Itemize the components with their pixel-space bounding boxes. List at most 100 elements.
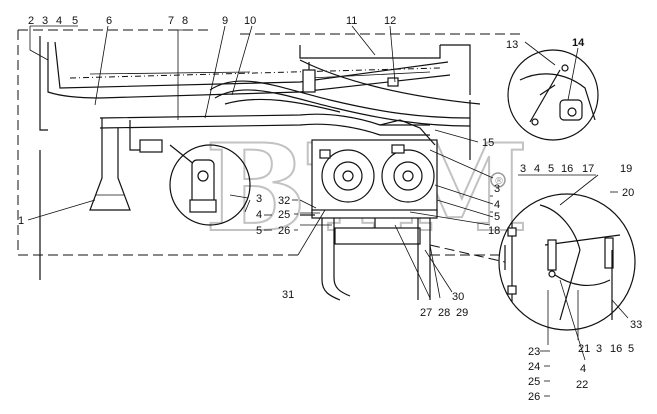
leader-32 (299, 199, 317, 209)
leader-19 (559, 174, 599, 206)
callout-3-left: 3 (256, 193, 262, 205)
leader-13 (524, 41, 556, 66)
detail-bolt-bottom (507, 285, 517, 295)
callout-3-bottom: 3 (596, 343, 602, 355)
hose-d (299, 59, 481, 105)
clip (387, 77, 399, 87)
valve-body (302, 69, 316, 93)
callout-26-left: 26 (278, 225, 290, 237)
callout-4: 4 (56, 15, 62, 27)
fan-right-hub (402, 170, 414, 182)
callout-25-bottom: 25 (528, 376, 540, 388)
callout-12: 12 (384, 15, 396, 27)
fan-right-outer (381, 149, 435, 203)
registered-mark-circle (490, 172, 506, 188)
callout-33: 33 (630, 319, 642, 331)
hose-a (209, 80, 471, 119)
hose-b (214, 89, 471, 127)
leader-10 (231, 25, 253, 96)
callout-5-right: 5 (548, 163, 554, 175)
leader-5-right (436, 199, 494, 218)
detail-circle-bottom (498, 193, 636, 331)
callout-16-top: 16 (561, 163, 573, 175)
bottom-right-detail (498, 193, 636, 331)
callout-9: 9 (222, 15, 228, 27)
heater-cradle (334, 227, 421, 245)
detail-arm (519, 73, 596, 121)
callout-2: 2 (28, 15, 34, 27)
detail-stud-left (547, 239, 557, 271)
leader-6 (94, 25, 109, 106)
callout-16-bottom: 16 (610, 343, 622, 355)
leader-4-right (434, 184, 494, 205)
callout-3-right: 3 (520, 163, 526, 175)
callout-5: 5 (72, 15, 78, 27)
detail-switch (559, 99, 583, 121)
callout-23: 23 (528, 346, 540, 358)
callout-20: 20 (622, 187, 634, 199)
roof-right (440, 44, 471, 95)
detail-stud-right (604, 237, 614, 269)
callout-17: 17 (582, 163, 594, 175)
leader-30 (424, 249, 453, 293)
callout-14: 14 (572, 37, 585, 49)
registered-mark: ® (494, 176, 504, 187)
leader-11 (351, 25, 376, 56)
leader-15 (434, 129, 479, 143)
detail-curve (539, 204, 581, 251)
callout-24: 24 (528, 361, 540, 373)
callout-29: 29 (456, 307, 468, 319)
callout-5-bottom: 5 (628, 343, 634, 355)
drain-pipes (300, 214, 351, 301)
callout-11: 11 (346, 15, 357, 27)
leader-lines (27, 25, 629, 361)
callout-10: 10 (244, 15, 256, 27)
leader-28 (429, 244, 441, 299)
detail-pin-bottom (531, 118, 539, 126)
detail-circle-left (169, 144, 251, 226)
fan-left-hub (342, 170, 354, 182)
lower-pipe-bottom (99, 123, 430, 136)
detail-cable (554, 274, 611, 287)
fan-left-outer (321, 149, 375, 203)
callout-13: 13 (506, 39, 518, 51)
callout-21: 21 (578, 343, 590, 355)
leader-to-detail (169, 144, 196, 166)
diffuser-body (89, 118, 131, 211)
left-wall (39, 36, 48, 131)
callout-22: 22 (576, 379, 588, 391)
detail-rod (529, 69, 561, 123)
callout-3-mid: 3 (494, 183, 500, 195)
leader-4-left (244, 199, 251, 213)
duct-inner-line (89, 71, 251, 75)
roof-box (299, 45, 441, 59)
left-detail-circle (169, 144, 251, 226)
callout-4-right: 4 (534, 163, 540, 175)
heater-base (311, 209, 438, 219)
leader-31 (297, 209, 326, 256)
hose-c (224, 98, 341, 113)
left-diffuser (89, 118, 163, 211)
leader-12 (389, 25, 396, 83)
fan-hub (197, 170, 209, 182)
callout-31: 31 (282, 289, 294, 301)
fan-right-mid (393, 161, 423, 191)
leader-14 (567, 47, 579, 101)
callout-6: 6 (106, 15, 112, 27)
leader-3-right (429, 149, 494, 179)
fan-mount (189, 199, 217, 213)
leader-18 (409, 211, 491, 226)
detail-fastener (548, 270, 556, 278)
callout-3: 3 (42, 15, 48, 27)
detail-bar (544, 234, 621, 246)
callout-25-left: 25 (278, 209, 290, 221)
heater-top-flap (379, 119, 436, 146)
detail-link (539, 84, 556, 96)
duct-centerline (69, 67, 441, 79)
callout-7: 7 (168, 15, 174, 27)
leader-1 (27, 199, 96, 221)
terminal-right (391, 144, 405, 154)
leader-33 (611, 299, 629, 319)
detail-bolt-top (507, 227, 517, 237)
